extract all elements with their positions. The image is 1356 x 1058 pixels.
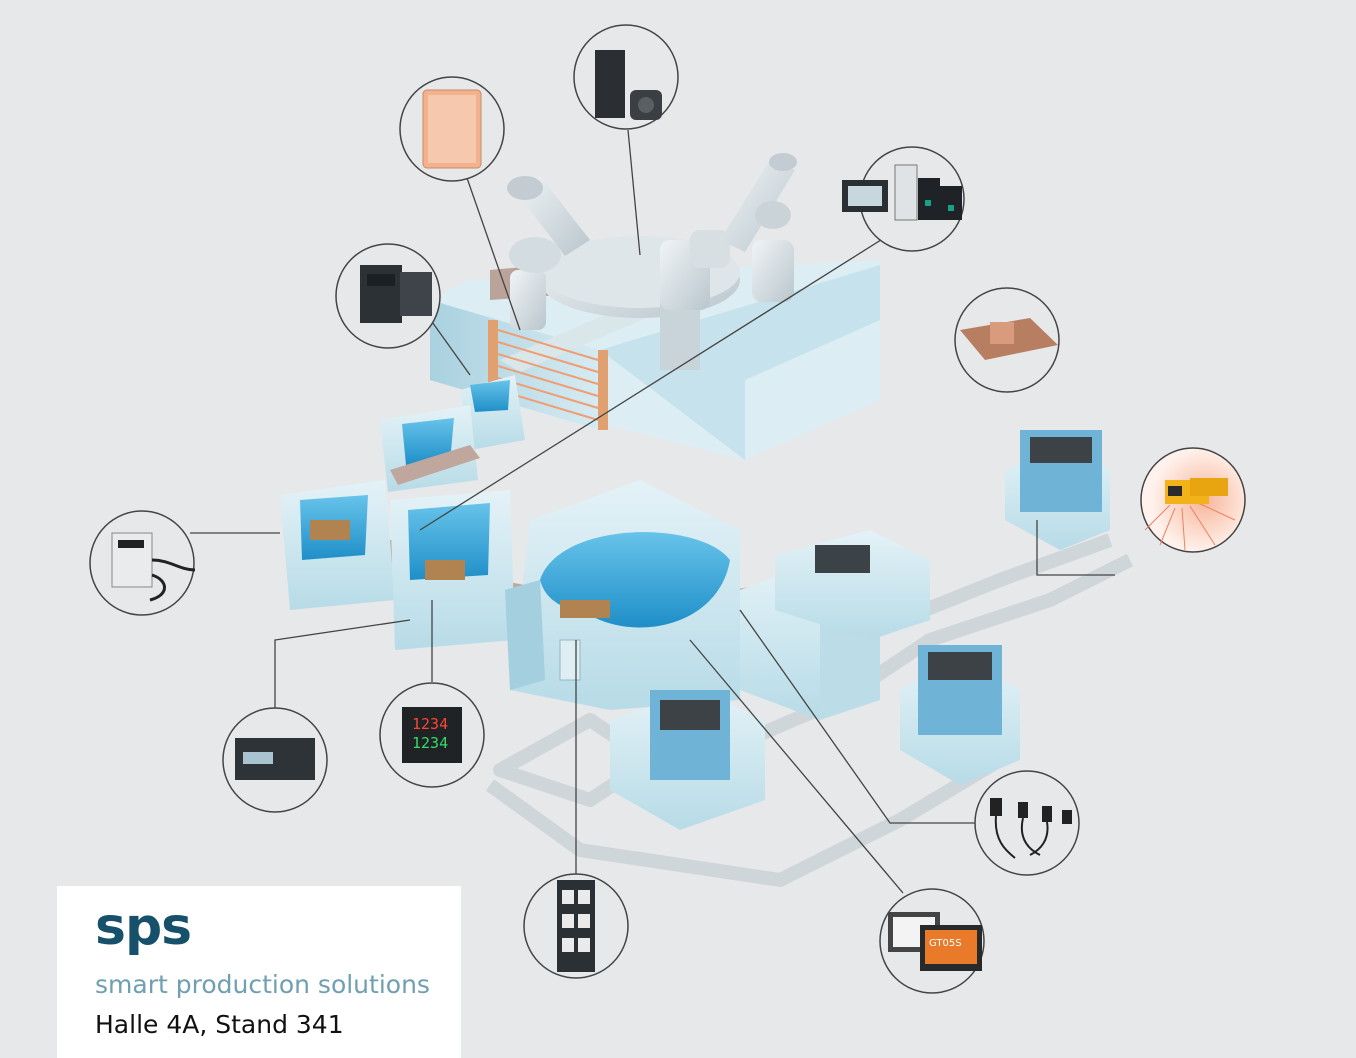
callout-safety-laser-scanner[interactable] (1140, 447, 1246, 553)
callout-linear-actuator[interactable] (954, 287, 1060, 393)
hmi-model-label: GT05S (929, 938, 962, 949)
temperature-display-bottom: 1234 (412, 734, 448, 752)
machine-station-3 (280, 480, 395, 610)
callout-relay-module[interactable] (523, 873, 629, 979)
callout-plc-controller[interactable] (842, 146, 965, 252)
callout-hmi-touch-panel[interactable]: GT05S (879, 888, 985, 994)
industrial-robot-center (660, 153, 797, 310)
main-assembly-machine (505, 480, 740, 710)
brand-tagline: smart production solutions (95, 970, 430, 999)
agv-cart-3 (1005, 430, 1110, 550)
callout-power-supply[interactable] (335, 243, 441, 349)
callout-energy-meter[interactable] (222, 707, 328, 813)
agv-cart-2 (900, 645, 1020, 785)
exhibition-info-panel: sps smart production solutions Halle 4A,… (57, 886, 461, 1058)
industrial-robot-right (752, 201, 794, 302)
inspection-station (775, 530, 930, 640)
callout-light-curtain[interactable] (399, 76, 505, 182)
agv-cart-1 (610, 690, 765, 830)
brand-logo-text: sps (95, 897, 192, 957)
machine-station-4 (390, 490, 515, 650)
callout-temperature-controller[interactable]: 1234 1234 (379, 682, 485, 788)
callout-fiber-sensor-amplifier[interactable] (89, 510, 196, 616)
industrial-robot-left (507, 176, 590, 330)
booth-location: Halle 4A, Stand 341 (95, 1010, 344, 1039)
callout-servo-drive-motor[interactable] (573, 24, 679, 130)
callout-photoelectric-sensors[interactable] (974, 770, 1080, 876)
temperature-display-top: 1234 (412, 715, 448, 733)
callout-connector-lines (190, 129, 1115, 894)
feeder-machine-1 (460, 375, 525, 450)
